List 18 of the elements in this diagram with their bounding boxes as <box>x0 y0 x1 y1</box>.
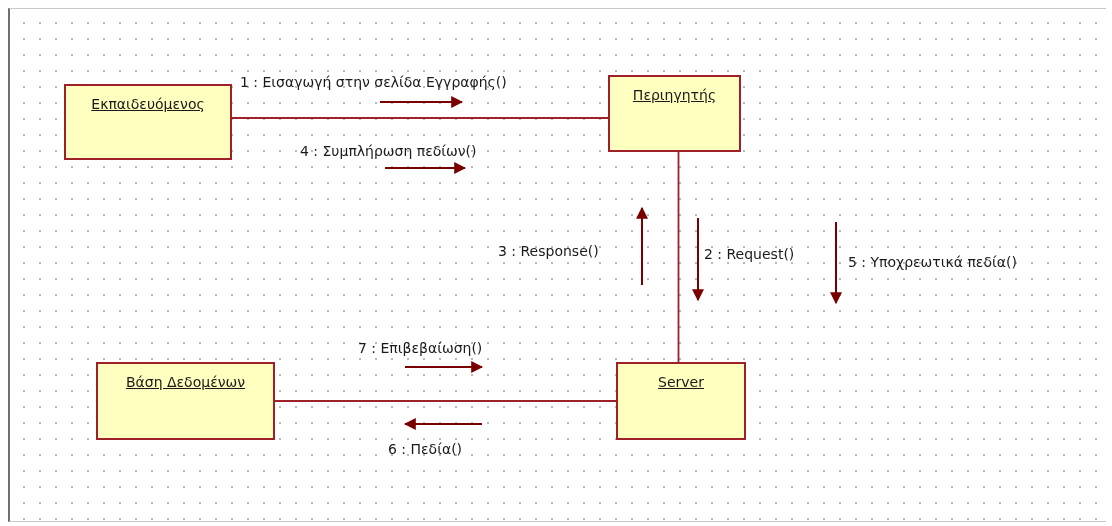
association-line <box>274 400 617 402</box>
object-box <box>608 75 741 152</box>
message-label: 6 : Πεδία() <box>388 441 463 457</box>
object-name: Περιηγητής <box>632 87 717 103</box>
message-label: 4 : Συμπλήρωση πεδίων() <box>300 143 477 159</box>
object-box <box>64 84 232 160</box>
object-box <box>616 362 746 440</box>
message-label: 1 : Εισαγωγή στην σελίδα Εγγραφής() <box>240 74 507 90</box>
message-label: 7 : Επιβεβαίωση() <box>358 340 483 356</box>
message-label: 5 : Υποχρεωτικά πεδία() <box>848 254 1017 270</box>
object-name: Βάση Δεδομένων <box>125 374 246 390</box>
association-line <box>231 117 609 119</box>
object-box <box>96 362 275 440</box>
object-name: Server <box>658 374 704 390</box>
association-line <box>677 151 680 363</box>
message-label: 3 : Response() <box>498 243 599 259</box>
object-name: Εκπαιδευόμενος <box>91 96 205 112</box>
message-label: 2 : Request() <box>704 246 795 262</box>
